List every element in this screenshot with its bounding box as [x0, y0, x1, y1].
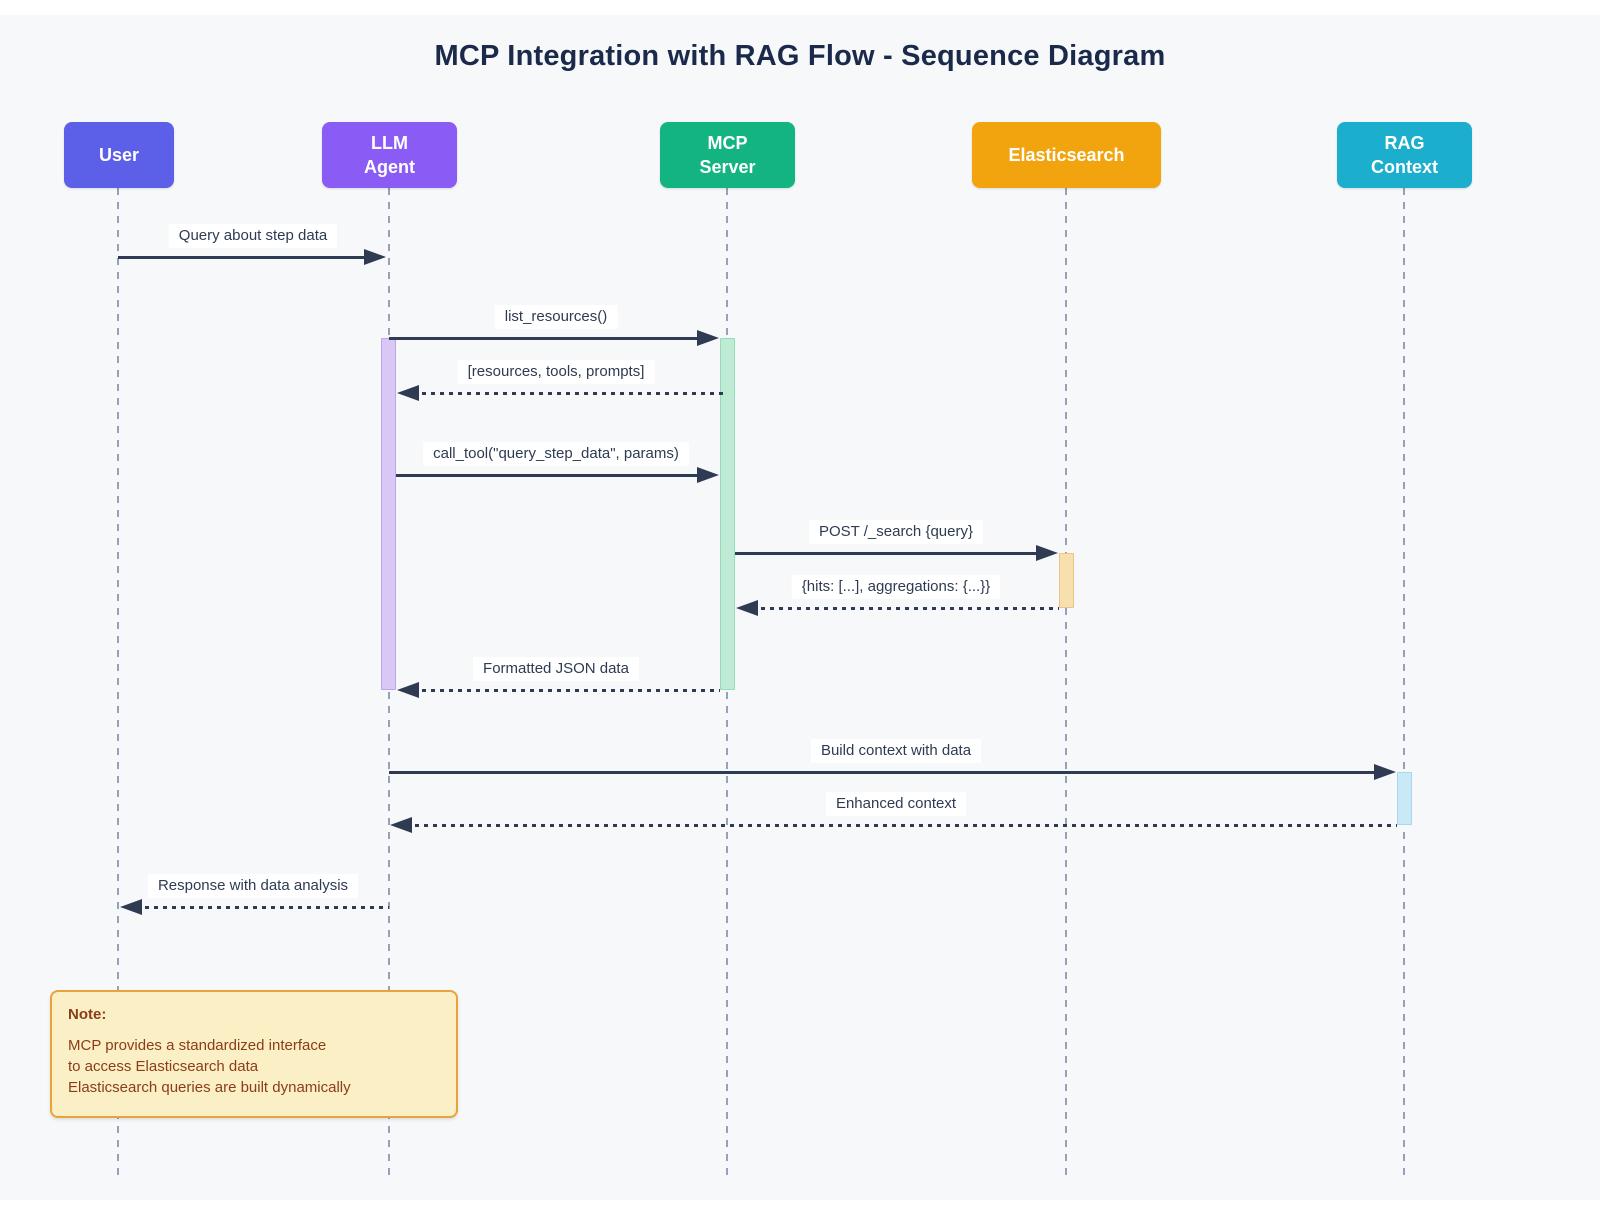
- message-arrowhead-build-context-with-data: [1374, 764, 1396, 780]
- message-arrowhead-response-data-analysis: [120, 899, 142, 915]
- activation-elasticsearch: [1059, 553, 1074, 608]
- message-line-build-context-with-data: [389, 771, 1380, 774]
- actor-mcp-server: MCP Server: [660, 122, 795, 188]
- message-arrowhead-post-search: [1036, 545, 1058, 561]
- note-title: Note:: [68, 1006, 107, 1023]
- message-line-formatted-json-data: [413, 689, 720, 692]
- activation-rag-context: [1397, 772, 1412, 825]
- lifeline-rag-context: [1403, 188, 1405, 1180]
- message-label-response-data-analysis: Response with data analysis: [147, 874, 359, 898]
- message-arrowhead-query-about-step-data: [364, 249, 386, 265]
- message-label-build-context-with-data: Build context with data: [810, 739, 982, 763]
- message-line-hits-aggregations: [752, 607, 1059, 610]
- lifeline-user: [117, 188, 119, 1180]
- activation-llm-agent: [381, 338, 396, 690]
- message-label-resources-tools-prompts: [resources, tools, prompts]: [457, 360, 655, 384]
- message-line-list-resources: [389, 337, 703, 340]
- actor-elasticsearch: Elasticsearch: [972, 122, 1161, 188]
- actor-rag-context: RAG Context: [1337, 122, 1472, 188]
- message-line-query-about-step-data: [118, 256, 370, 259]
- message-label-call-tool: call_tool("query_step_data", params): [423, 442, 689, 466]
- actor-llm-agent: LLM Agent: [322, 122, 457, 188]
- message-line-response-data-analysis: [136, 906, 389, 909]
- message-arrowhead-list-resources: [697, 330, 719, 346]
- message-label-formatted-json-data: Formatted JSON data: [473, 657, 639, 681]
- note-line-1: MCP provides a standardized interface: [68, 1037, 327, 1054]
- message-line-call-tool: [396, 474, 703, 477]
- message-label-query-about-step-data: Query about step data: [168, 224, 338, 248]
- message-line-enhanced-context: [406, 824, 1397, 827]
- message-arrowhead-resources-tools-prompts: [397, 385, 419, 401]
- message-label-list-resources: list_resources(): [494, 305, 618, 329]
- note-line-2: to access Elasticsearch data: [68, 1058, 259, 1075]
- message-line-resources-tools-prompts: [413, 392, 727, 395]
- note-lines: MCP provides a standardized interface to …: [68, 1035, 440, 1098]
- actor-user: User: [64, 122, 174, 188]
- message-label-post-search: POST /_search {query}: [809, 520, 983, 544]
- message-arrowhead-enhanced-context: [390, 817, 412, 833]
- note-line-3: Elasticsearch queries are built dynamica…: [68, 1079, 351, 1096]
- activation-mcp-server: [720, 338, 735, 690]
- message-line-post-search: [735, 552, 1042, 555]
- lifeline-elasticsearch: [1065, 188, 1067, 1180]
- message-label-enhanced-context: Enhanced context: [825, 792, 967, 816]
- message-arrowhead-formatted-json-data: [397, 682, 419, 698]
- message-label-hits-aggregations: {hits: [...], aggregations: {...}}: [791, 575, 1001, 599]
- message-arrowhead-hits-aggregations: [736, 600, 758, 616]
- note-box: Note: MCP provides a standardized interf…: [50, 990, 458, 1118]
- diagram-title: MCP Integration with RAG Flow - Sequence…: [434, 40, 1166, 72]
- message-arrowhead-call-tool: [697, 467, 719, 483]
